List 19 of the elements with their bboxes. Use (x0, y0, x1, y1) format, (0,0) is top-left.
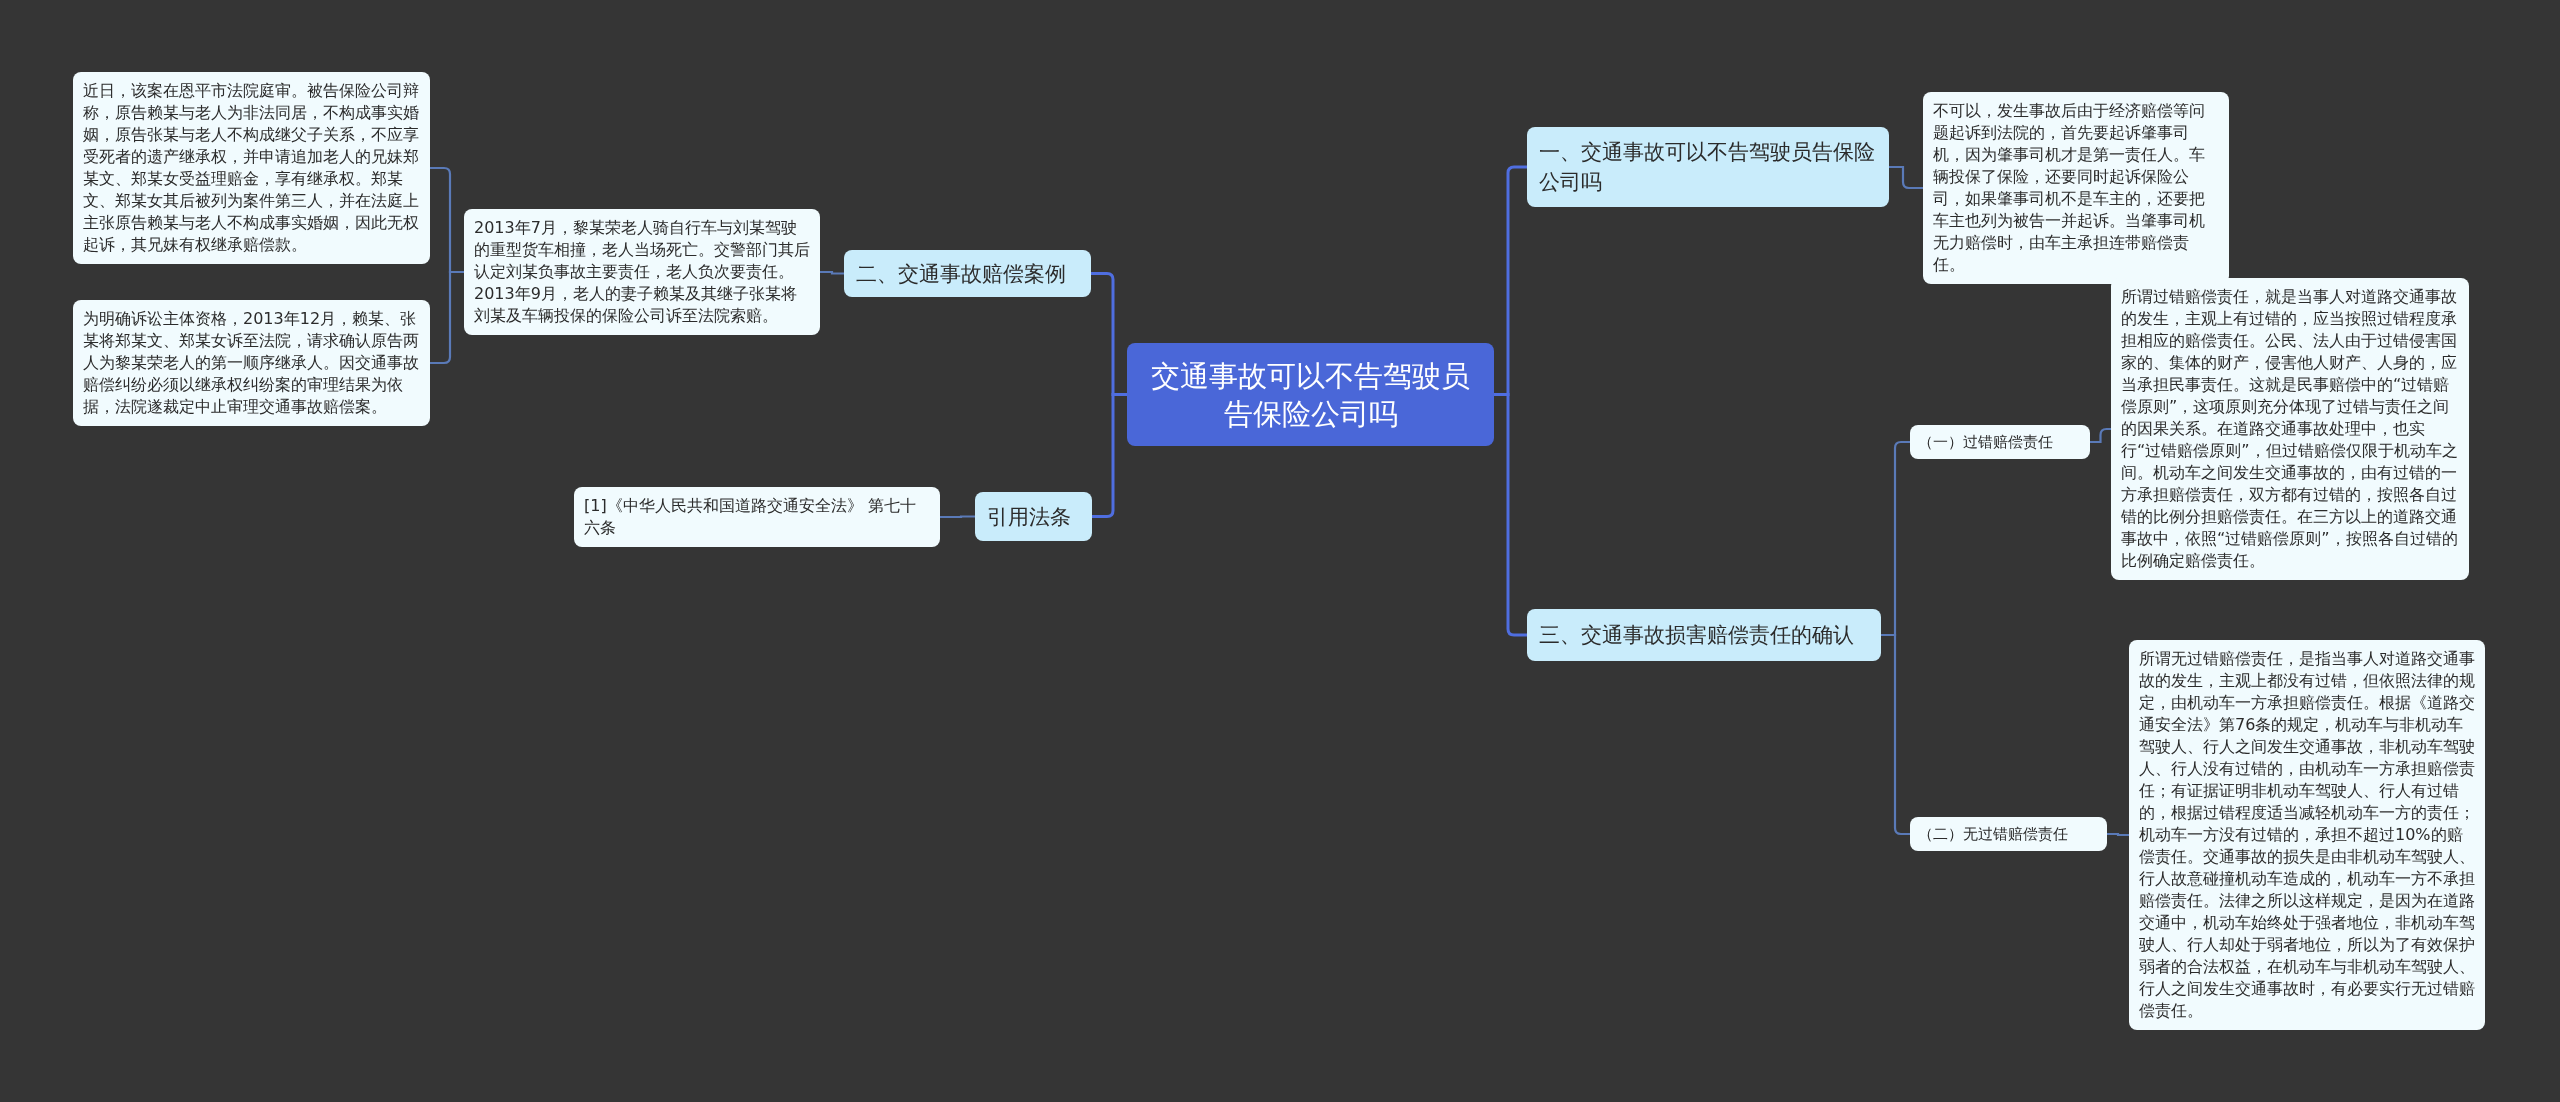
connector-line (2090, 427, 2111, 444)
note-box: 近日，该案在恩平市法院庭审。被告保险公司辩称，原告赖某与老人为非法同居，不构成事实婚姻，原告张某与老人不构成继父子关系，不应享受死者的遗产继承权，并申请追加老人的兄妹郑某文、郑某女受益理赔金，享有继承权。郑某文、郑某女其后被列为案件第三人，并在法庭上主张原告赖某与老人不构成事实婚姻，因此无权起诉，其兄妹有权继承赔偿款。 (73, 72, 430, 264)
note-box: 所谓无过错赔偿责任，是指当事人对道路交通事故的发生，主观上都没有过错，但依照法律的规定，由机动车一方承担赔偿责任。根据《道路交通安全法》第76条的规定，机动车与非机动车驾驶人、行人之间发生交通事故，非机动车驾驶人、行人没有过错的，由机动车一方承担赔偿责任；有证据证明非机动车驾驶人、行人有过错的，根据过错程度适当减轻机动车一方的责任；机动车一方没有过错的，承担不超过10%的赔偿责任。交通事故的损失是由非机动车驾驶人、行人故意碰撞机动车造成的，机动车一方不承担赔偿责任。法律之所以这样规定，是因为在道路交通中，机动车始终处于强者地位，非机动车驾驶人、行人却处于弱者地位，所以为了有效保护弱者的合法权益，在机动车与非机动车驾驶人、行人之间发生交通事故时，有必要实行无过错赔偿责任。 (2129, 640, 2485, 1030)
subtopic-box: （一）过错赔偿责任 (1910, 425, 2090, 459)
connector-line (940, 515, 975, 519)
note-box: [1]《中华人民共和国道路交通安全法》 第七十六条 (574, 487, 940, 547)
topic-box: 二、交通事故赔偿案例 (844, 250, 1091, 297)
topic-box: 一、交通事故可以不告驾驶员告保险公司吗 (1527, 127, 1889, 207)
mindmap-root-box: 交通事故可以不告驾驶员告保险公司吗 (1127, 343, 1494, 446)
connector-line (820, 270, 844, 275)
topic-box: 引用法条 (975, 492, 1092, 541)
note-box: 2013年7月，黎某荣老人骑自行车与刘某驾驶的重型货车相撞，老人当场死亡。交警部门其后认定刘某负事故主要责任，老人负次要责任。2013年9月，老人的妻子赖某及其继子张某将刘某及车辆投保的保险公司诉至法院索赔。 (464, 209, 820, 335)
connector-line (1889, 165, 1923, 190)
note-box: 不可以，发生事故后由于经济赔偿等问题起诉到法院的，首先要起诉肇事司机，因为肇事司机才是第一责任人。车辆投保了保险，还要同时起诉保险公司，如果肇事司机不是车主的，还要把车主也列为被告一并起诉。当肇事司机无力赔偿时，由车主承担连带赔偿责任。 (1923, 92, 2229, 284)
note-box: 所谓过错赔偿责任，就是当事人对道路交通事故的发生，主观上有过错的，应当按照过错程度承担相应的赔偿责任。公民、法人由于过错侵害国家的、集体的财产，侵害他人财产、人身的，应当承担民事责任。这就是民事赔偿中的“过错赔偿原则”，这项原则充分体现了过错与责任之间的因果关系。在道路交通事故处理中，也实行“过错赔偿原则”，但过错赔偿仅限于机动车之间。机动车之间发生交通事故的，由有过错的一方承担赔偿责任，双方都有过错的，按照各自过错的比例分担赔偿责任。在三方以上的道路交通事故中，依照“过错赔偿原则”，按照各自过错的比例确定赔偿责任。 (2111, 278, 2469, 580)
topic-box: 三、交通事故损害赔偿责任的确认 (1527, 609, 1881, 661)
subtopic-box: （二）无过错赔偿责任 (1910, 817, 2107, 851)
connector-line (2107, 832, 2129, 837)
note-box: 为明确诉讼主体资格，2013年12月，赖某、张某将郑某文、郑某女诉至法院，请求确认原告两人为黎某荣老人的第一顺序继承人。因交通事故赔偿纠纷必须以继承权纠纷案的审理结果为依据，法院遂裁定中止审理交通事故赔偿案。 (73, 300, 430, 426)
